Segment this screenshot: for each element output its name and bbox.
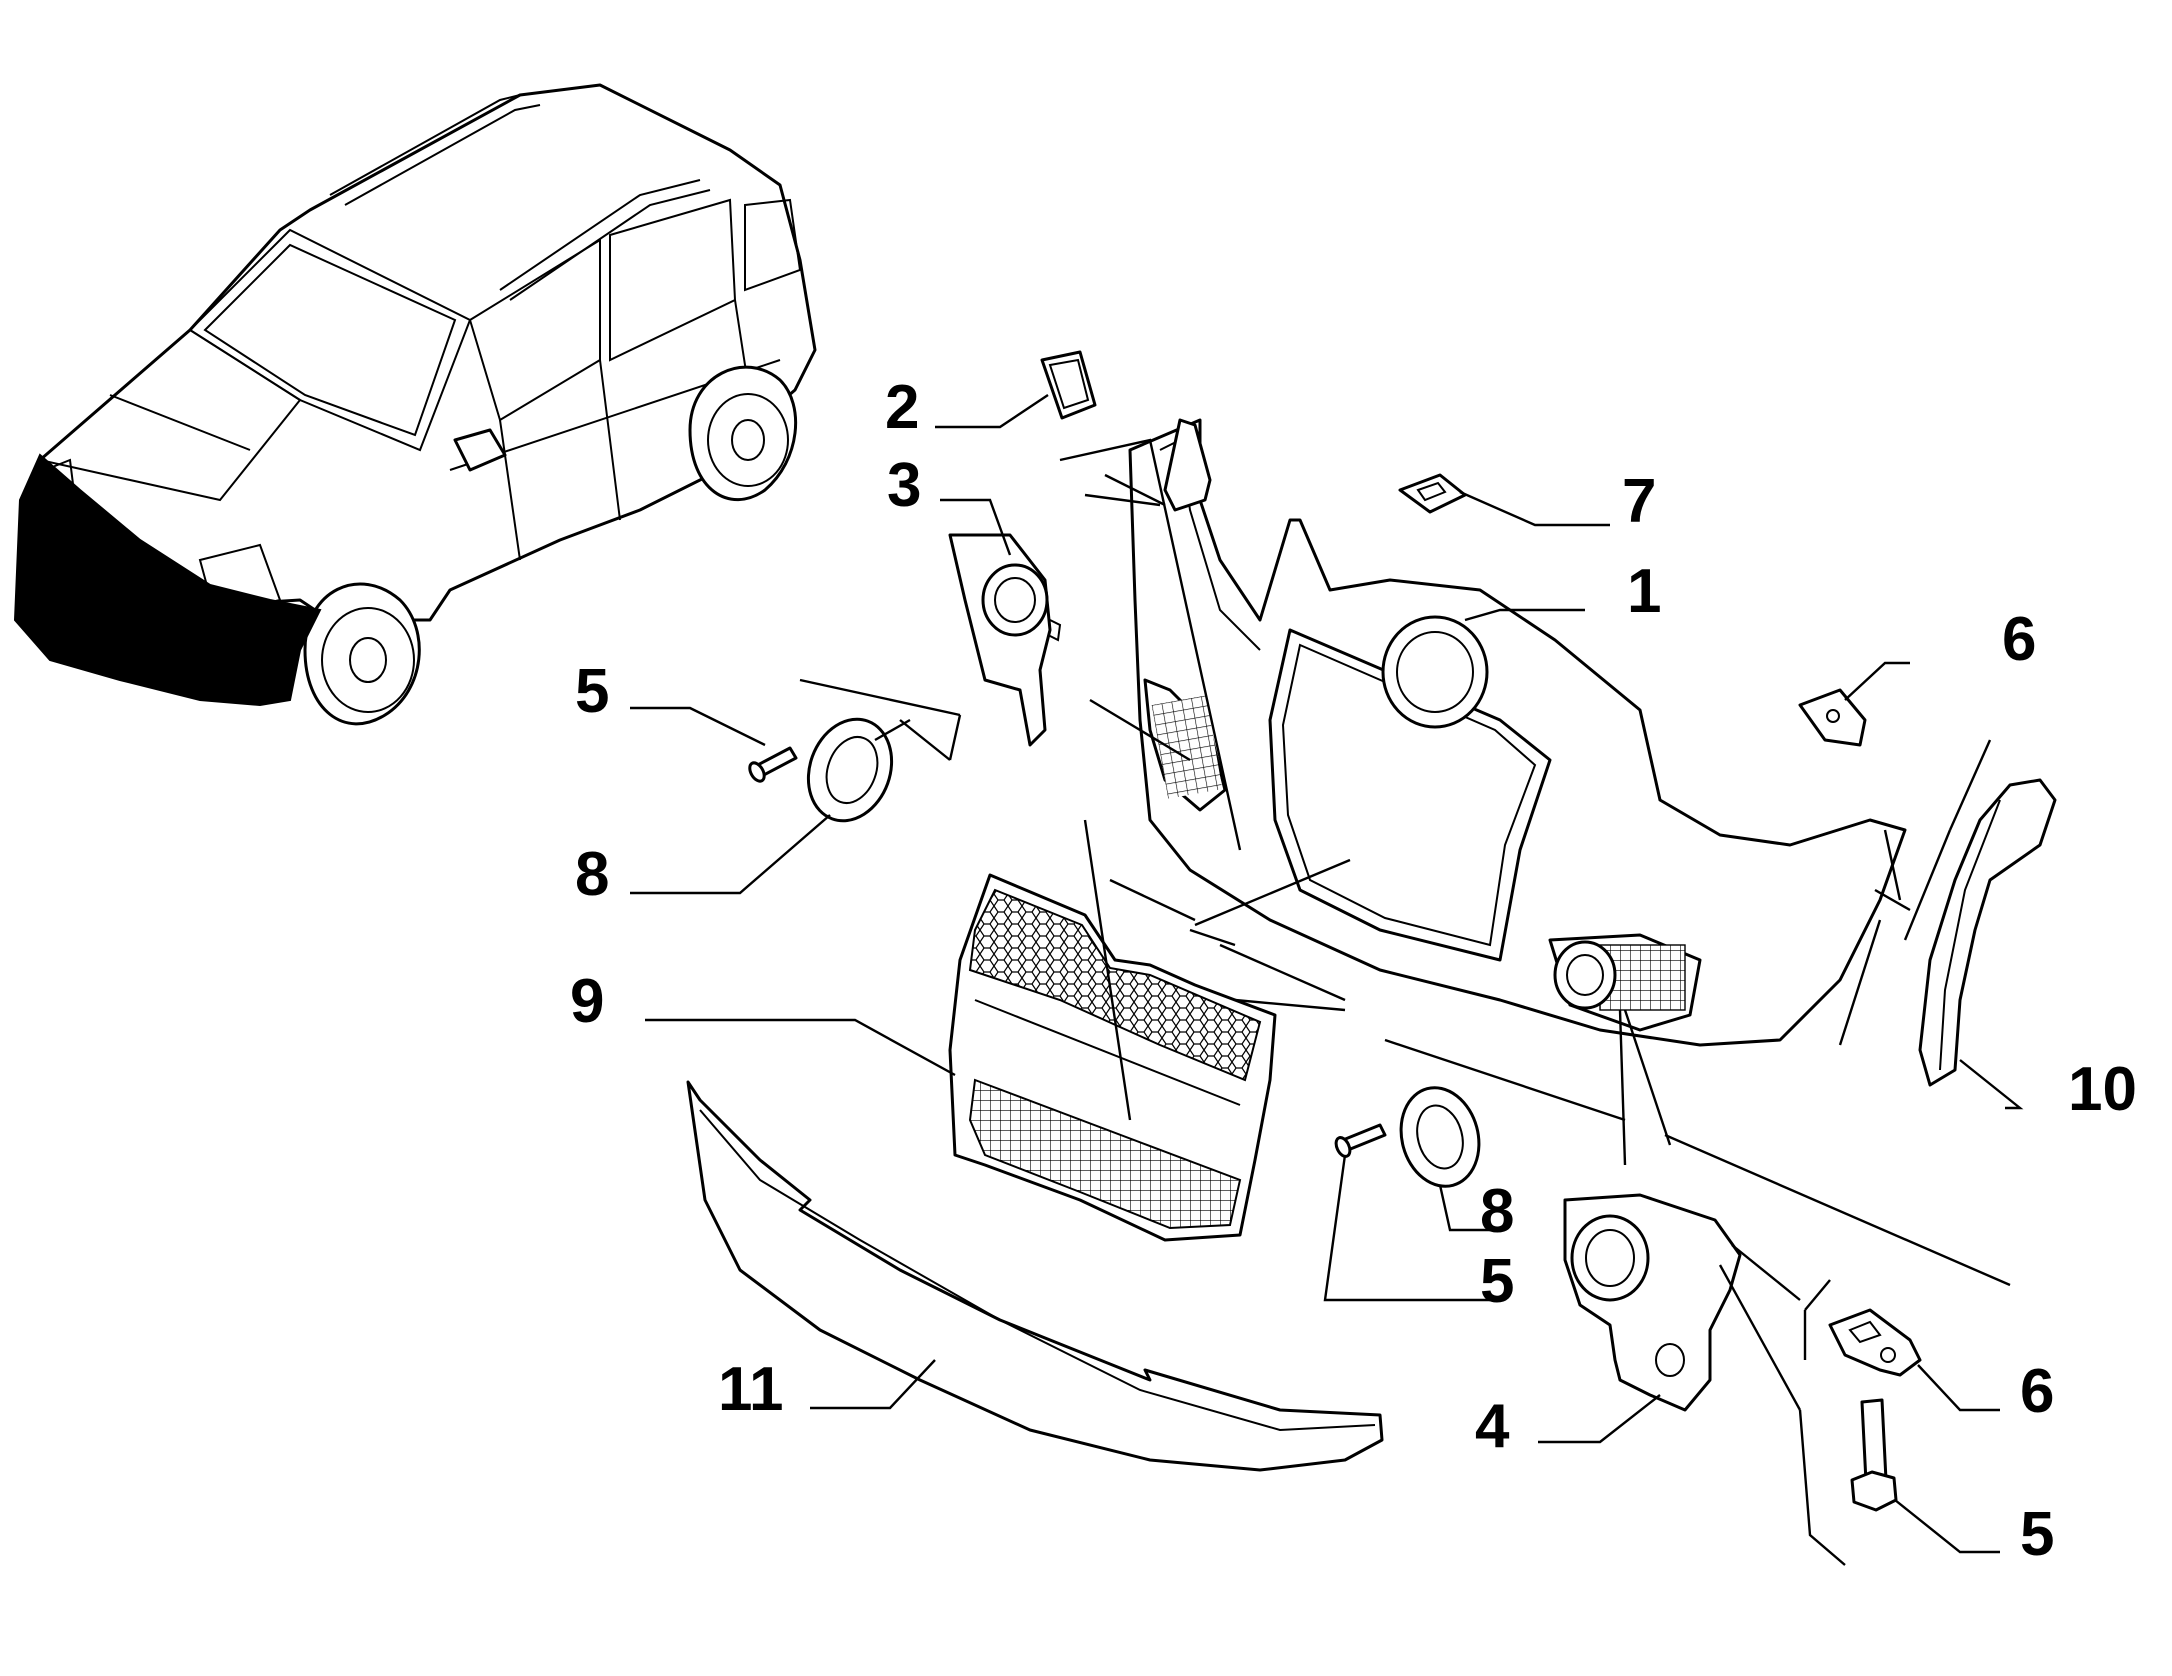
- callout-6-lower: 6: [2020, 1357, 2054, 1426]
- part-2-tow-hook-cap: [1040, 350, 1097, 420]
- assembly-lines: [799, 438, 2011, 1566]
- part-5-lower-bolt: [1850, 1398, 1898, 1512]
- part-7-clip: [1398, 473, 1467, 514]
- part-5-centre-screw: [1334, 1123, 1387, 1158]
- callout-3: 3: [887, 451, 921, 520]
- callout-labels: 2 3 7 1 6 5 8 9 10 8 5 11 4 6 5: [570, 373, 2137, 1569]
- part-6-upper-clip: [1798, 688, 1867, 747]
- callout-1: 1: [1627, 557, 1661, 626]
- callout-10: 10: [2068, 1055, 2137, 1124]
- callout-5-centre: 5: [1480, 1247, 1514, 1316]
- part-11-lower-spoiler: [686, 1080, 1384, 1472]
- part-5-left-screw: [748, 746, 798, 783]
- part-4-right-bracket: [1563, 1193, 1742, 1412]
- callout-8-centre: 8: [1480, 1177, 1514, 1246]
- callout-6-upper: 6: [2002, 605, 2036, 674]
- part-9-front-grille: [948, 873, 1277, 1242]
- part-8-centre-ring: [1399, 1086, 1481, 1188]
- callout-5-lower: 5: [2020, 1500, 2054, 1569]
- callout-5-left: 5: [575, 657, 609, 726]
- part-8-left-ring: [806, 717, 894, 823]
- callout-7: 7: [1622, 467, 1656, 536]
- callout-8-left: 8: [575, 840, 609, 909]
- part-1-bumper-cover: [1128, 418, 1907, 1047]
- part-10-arch-trim: [1918, 778, 2057, 1087]
- callout-leaders: [630, 394, 2024, 1554]
- callout-4: 4: [1475, 1392, 1510, 1461]
- vehicle-overview: [13, 83, 817, 726]
- part-3-left-bracket: [948, 533, 1062, 747]
- highlighted-bumper: [13, 453, 322, 707]
- callout-2: 2: [885, 373, 919, 442]
- callout-11: 11: [718, 1355, 784, 1424]
- part-6-lower-clip: [1828, 1308, 1922, 1377]
- callout-9: 9: [570, 967, 604, 1036]
